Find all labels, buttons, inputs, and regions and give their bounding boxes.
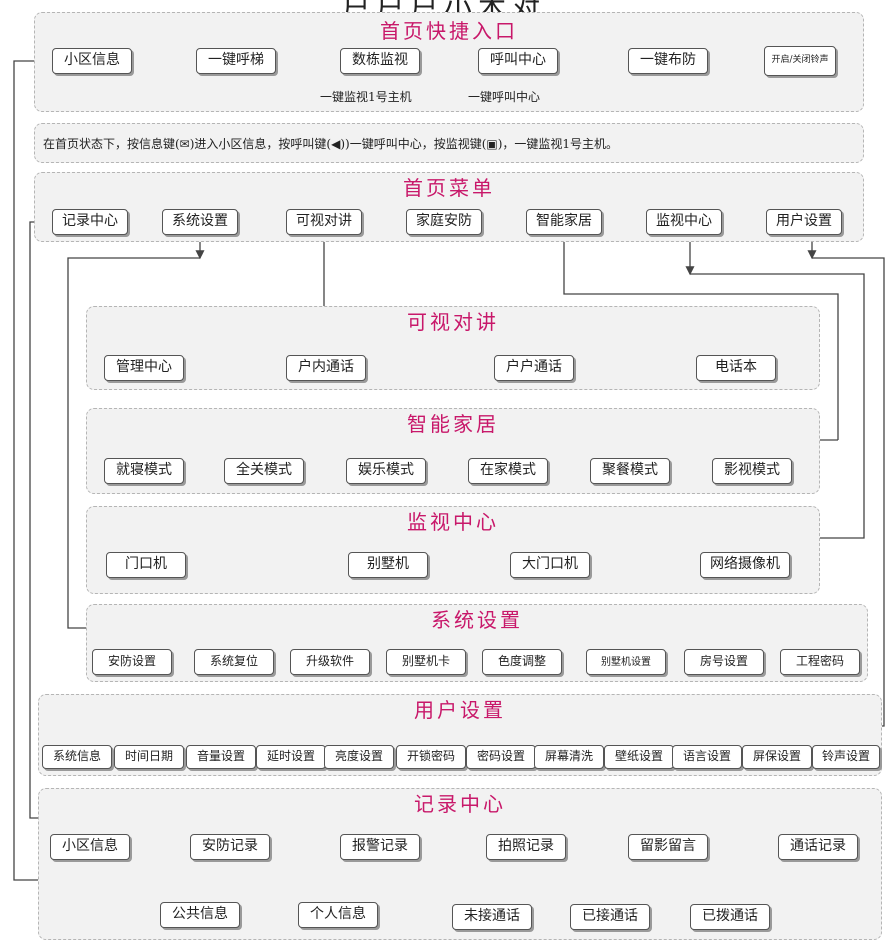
user-date-time-button[interactable]: 时间日期 xyxy=(114,745,184,769)
monitor-villa-station-button[interactable]: 别墅机 xyxy=(348,552,428,578)
note-call-center: 一键呼叫中心 xyxy=(468,90,541,104)
system-villa-settings-button[interactable]: 别墅机设置 xyxy=(586,649,666,675)
link-smart-home xyxy=(563,235,839,440)
panel-instruction: 在首页状态下，按信息键(✉)进入小区信息，按呼叫键(◀))一键呼叫中心，按监视键… xyxy=(34,123,864,163)
system-security-settings-button[interactable]: 安防设置 xyxy=(92,649,172,675)
panel-title: 可视对讲 xyxy=(407,310,499,334)
user-delay-button[interactable]: 延时设置 xyxy=(256,745,326,769)
panel-title: 首页快捷入口 xyxy=(380,19,518,43)
menu-records-button[interactable]: 记录中心 xyxy=(52,209,128,235)
note-monitor-host: 一键监视1号主机 xyxy=(320,90,412,104)
panel-monitor-center: 监视中心 xyxy=(86,506,820,594)
user-screensaver-button[interactable]: 屏保设置 xyxy=(742,745,812,769)
system-engineering-password-button[interactable]: 工程密码 xyxy=(780,649,860,675)
system-villa-card-button[interactable]: 别墅机卡 xyxy=(386,649,466,675)
records-received-calls-button[interactable]: 已接通话 xyxy=(570,904,650,930)
mode-entertainment-button[interactable]: 娱乐模式 xyxy=(346,458,426,484)
user-wallpaper-button[interactable]: 壁纸设置 xyxy=(604,745,674,769)
panel-title: 记录中心 xyxy=(414,792,506,816)
intercom-management-center-button[interactable]: 管理中心 xyxy=(104,355,184,381)
menu-user-settings-button[interactable]: 用户设置 xyxy=(766,209,842,235)
user-language-button[interactable]: 语言设置 xyxy=(672,745,742,769)
shortcut-ringtone-toggle-button[interactable]: 开启/关闭铃声 xyxy=(764,46,836,76)
panel-title: 系统设置 xyxy=(431,608,523,632)
monitor-door-station-button[interactable]: 门口机 xyxy=(106,552,186,578)
records-dialed-calls-button[interactable]: 已拨通话 xyxy=(690,904,770,930)
shortcut-community-info-button[interactable]: 小区信息 xyxy=(52,48,132,74)
records-call-log-button[interactable]: 通话记录 xyxy=(778,834,858,860)
menu-smart-home-button[interactable]: 智能家居 xyxy=(526,209,602,235)
intercom-phonebook-button[interactable]: 电话本 xyxy=(696,355,776,381)
mode-all-off-button[interactable]: 全关模式 xyxy=(224,458,304,484)
system-room-number-button[interactable]: 房号设置 xyxy=(684,649,764,675)
records-security-log-button[interactable]: 安防记录 xyxy=(190,834,270,860)
user-system-info-button[interactable]: 系统信息 xyxy=(42,745,112,769)
user-ringtone-button[interactable]: 铃声设置 xyxy=(812,745,880,769)
instruction-text: 在首页状态下，按信息键(✉)进入小区信息，按呼叫键(◀))一键呼叫中心，按监视键… xyxy=(43,137,619,151)
records-alarm-log-button[interactable]: 报警记录 xyxy=(340,834,420,860)
monitor-main-gate-button[interactable]: 大门口机 xyxy=(510,552,590,578)
shortcut-building-monitor-button[interactable]: 数栋监视 xyxy=(340,48,420,74)
records-video-message-button[interactable]: 留影留言 xyxy=(628,834,708,860)
shortcut-call-center-button[interactable]: 呼叫中心 xyxy=(478,48,558,74)
shortcut-arm-button[interactable]: 一键布防 xyxy=(628,48,708,74)
menu-home-security-button[interactable]: 家庭安防 xyxy=(406,209,482,235)
shortcut-call-elevator-button[interactable]: 一键呼梯 xyxy=(196,48,276,74)
records-photo-log-button[interactable]: 拍照记录 xyxy=(486,834,566,860)
panel-home-shortcuts: 首页快捷入口 xyxy=(34,12,864,112)
records-public-info-button[interactable]: 公共信息 xyxy=(160,902,240,928)
system-color-adjust-button[interactable]: 色度调整 xyxy=(482,649,562,675)
system-reset-button[interactable]: 系统复位 xyxy=(194,649,274,675)
panel-title: 首页菜单 xyxy=(403,176,495,200)
mode-movie-button[interactable]: 影视模式 xyxy=(712,458,792,484)
panel-title: 用户设置 xyxy=(414,698,506,722)
records-community-info-button[interactable]: 小区信息 xyxy=(50,834,130,860)
menu-system-settings-button[interactable]: 系统设置 xyxy=(162,209,238,235)
menu-monitor-center-button[interactable]: 监视中心 xyxy=(646,209,722,235)
mode-dinner-button[interactable]: 聚餐模式 xyxy=(590,458,670,484)
records-missed-calls-button[interactable]: 未接通话 xyxy=(452,904,532,930)
panel-smart-home: 智能家居 xyxy=(86,408,820,494)
intercom-door-to-door-call-button[interactable]: 户户通话 xyxy=(494,355,574,381)
user-brightness-button[interactable]: 亮度设置 xyxy=(324,745,394,769)
intercom-indoor-call-button[interactable]: 户内通话 xyxy=(286,355,366,381)
panel-title: 智能家居 xyxy=(407,412,499,436)
system-upgrade-button[interactable]: 升级软件 xyxy=(290,649,370,675)
records-personal-info-button[interactable]: 个人信息 xyxy=(298,902,378,928)
panel-title: 监视中心 xyxy=(407,510,499,534)
menu-intercom-button[interactable]: 可视对讲 xyxy=(286,209,362,235)
mode-at-home-button[interactable]: 在家模式 xyxy=(468,458,548,484)
user-unlock-password-button[interactable]: 开锁密码 xyxy=(396,745,466,769)
monitor-network-camera-button[interactable]: 网络摄像机 xyxy=(700,552,790,578)
user-password-button[interactable]: 密码设置 xyxy=(466,745,536,769)
mode-sleep-button[interactable]: 就寝模式 xyxy=(104,458,184,484)
user-volume-button[interactable]: 音量设置 xyxy=(186,745,256,769)
user-screen-clean-button[interactable]: 屏幕清洗 xyxy=(534,745,604,769)
